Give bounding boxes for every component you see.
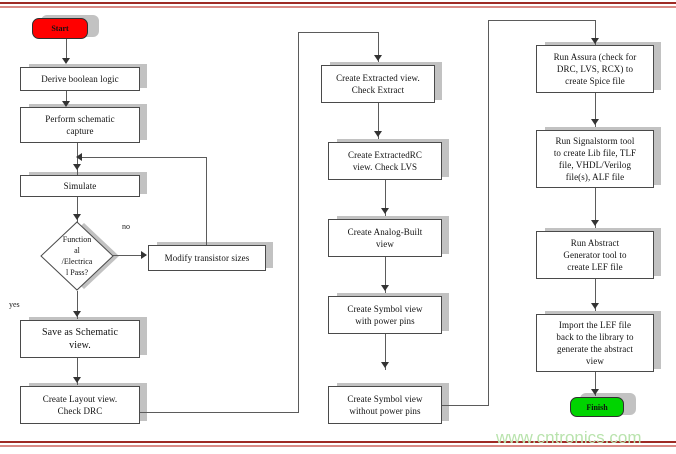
arrowhead-assura bbox=[591, 38, 599, 44]
node-create-analog-built-view[interactable]: Create Analog-Built view bbox=[328, 219, 442, 257]
node-run-assura[interactable]: Run Assura (check for DRC, LVS, RCX) to … bbox=[536, 45, 654, 93]
arrowhead-signalstorm bbox=[591, 119, 599, 125]
node-create-symbol-view-without-power-pins[interactable]: Create Symbol view without power pins bbox=[328, 386, 442, 424]
abstract-gen-label: Run Abstract Generator tool to create LE… bbox=[563, 238, 627, 272]
connector-symbol-to-right-v bbox=[488, 20, 489, 405]
layout-drc-label: Create Layout view. Check DRC bbox=[42, 394, 118, 416]
arrowhead-derive bbox=[62, 58, 70, 64]
connector-into-extracted bbox=[378, 32, 379, 62]
connector-import-to-finish bbox=[595, 372, 596, 396]
node-run-signalstorm[interactable]: Run Signalstorm tool to create Lib file,… bbox=[536, 130, 654, 188]
node-import-lef-file[interactable]: Import the LEF file back to the library … bbox=[536, 314, 654, 372]
top-rule-light bbox=[0, 6, 676, 8]
node-create-extractedrc-view[interactable]: Create ExtractedRC view. Check LVS bbox=[328, 142, 442, 180]
arrowhead-simulate bbox=[73, 164, 81, 170]
connector-signalstorm-to-abstract bbox=[595, 188, 596, 228]
signalstorm-label: Run Signalstorm tool to create Lib file,… bbox=[553, 136, 637, 182]
connector-feedback-vertical bbox=[206, 157, 207, 245]
connector-assura-to-signalstorm bbox=[595, 93, 596, 127]
derive-label: Derive boolean logic bbox=[41, 74, 119, 84]
arrowhead-symbol-without bbox=[381, 362, 389, 368]
connector-symbol-to-right-h1 bbox=[442, 405, 489, 406]
extractedrc-label: Create ExtractedRC view. Check LVS bbox=[347, 150, 423, 172]
node-decision-functional-electrical-pass[interactable]: Function al /Electrica l Pass? bbox=[40, 221, 114, 291]
arrowhead-modify bbox=[141, 251, 147, 259]
finish-label: Finish bbox=[586, 402, 608, 412]
connector-decision-no bbox=[113, 255, 146, 256]
node-run-abstract-generator[interactable]: Run Abstract Generator tool to create LE… bbox=[536, 231, 654, 279]
arrowhead-schematic bbox=[62, 101, 70, 107]
connector-layout-to-middle-v bbox=[298, 32, 299, 412]
analog-built-label: Create Analog-Built view bbox=[347, 227, 423, 249]
connector-save-to-layout bbox=[77, 358, 78, 385]
arrowhead-finish bbox=[591, 389, 599, 395]
save-schematic-label: Save as Schematic view. bbox=[41, 327, 119, 351]
bottom-rule-light bbox=[0, 445, 676, 447]
site-watermark: www.cntronics.com bbox=[496, 428, 642, 447]
start-terminator[interactable]: Start bbox=[32, 18, 88, 39]
symbol-without-label: Create Symbol view without power pins bbox=[347, 394, 423, 416]
node-modify-transistor-sizes[interactable]: Modify transistor sizes bbox=[148, 245, 266, 271]
connector-derive-to-schematic bbox=[66, 91, 67, 105]
connector-analog-to-symbol-with bbox=[385, 257, 386, 293]
connector-extractedrc-to-analog bbox=[385, 180, 386, 216]
connector-symbol-to-right-h2 bbox=[488, 20, 596, 21]
modify-label: Modify transistor sizes bbox=[164, 253, 250, 263]
import-lef-label: Import the LEF file back to the library … bbox=[556, 320, 634, 366]
connector-layout-to-middle-h2 bbox=[298, 32, 379, 33]
arrowhead-save-schematic bbox=[73, 311, 81, 317]
arrowhead-abstract-generator bbox=[591, 220, 599, 226]
connector-decision-yes bbox=[77, 291, 78, 319]
extracted-label: Create Extracted view. Check Extract bbox=[336, 73, 420, 95]
finish-terminator[interactable]: Finish bbox=[570, 397, 624, 417]
arrowhead-symbol-with bbox=[381, 285, 389, 291]
arrowhead-decision bbox=[73, 214, 81, 220]
connector-into-assura bbox=[595, 20, 596, 45]
connector-extracted-to-extractedrc bbox=[378, 103, 379, 139]
node-create-extracted-view[interactable]: Create Extracted view. Check Extract bbox=[321, 65, 435, 103]
top-rule-dark bbox=[0, 2, 676, 4]
symbol-with-label: Create Symbol view with power pins bbox=[347, 304, 423, 326]
simulate-label: Simulate bbox=[63, 181, 97, 191]
arrowhead-analog-built bbox=[381, 208, 389, 214]
node-save-as-schematic-view[interactable]: Save as Schematic view. bbox=[20, 320, 140, 358]
arrowhead-extracted bbox=[374, 55, 382, 61]
connector-start-to-derive bbox=[66, 39, 67, 61]
arrowhead-feedback-into-simulate bbox=[76, 153, 82, 161]
start-label: Start bbox=[51, 24, 69, 33]
node-derive-boolean-logic[interactable]: Derive boolean logic bbox=[20, 67, 140, 91]
bottom-rule-dark bbox=[0, 441, 676, 443]
connector-symbol-with-to-without bbox=[385, 334, 386, 370]
connector-layout-to-middle-h1 bbox=[140, 412, 299, 413]
schematic-label: Perform schematic capture bbox=[45, 114, 115, 136]
node-create-layout-view-check-drc[interactable]: Create Layout view. Check DRC bbox=[20, 386, 140, 424]
arrowhead-import-lef bbox=[591, 303, 599, 309]
edge-label-yes: yes bbox=[9, 300, 20, 309]
arrowhead-layout-drc bbox=[73, 377, 81, 383]
connector-abstract-to-import bbox=[595, 279, 596, 311]
arrowhead-extractedrc bbox=[374, 131, 382, 137]
node-perform-schematic-capture[interactable]: Perform schematic capture bbox=[20, 107, 140, 143]
edge-label-no: no bbox=[122, 222, 130, 231]
node-create-symbol-view-with-power-pins[interactable]: Create Symbol view with power pins bbox=[328, 296, 442, 334]
connector-simulate-to-decision bbox=[77, 197, 78, 222]
assura-label: Run Assura (check for DRC, LVS, RCX) to … bbox=[553, 52, 637, 86]
connector-feedback-horizontal bbox=[80, 157, 206, 158]
node-simulate[interactable]: Simulate bbox=[20, 175, 140, 197]
